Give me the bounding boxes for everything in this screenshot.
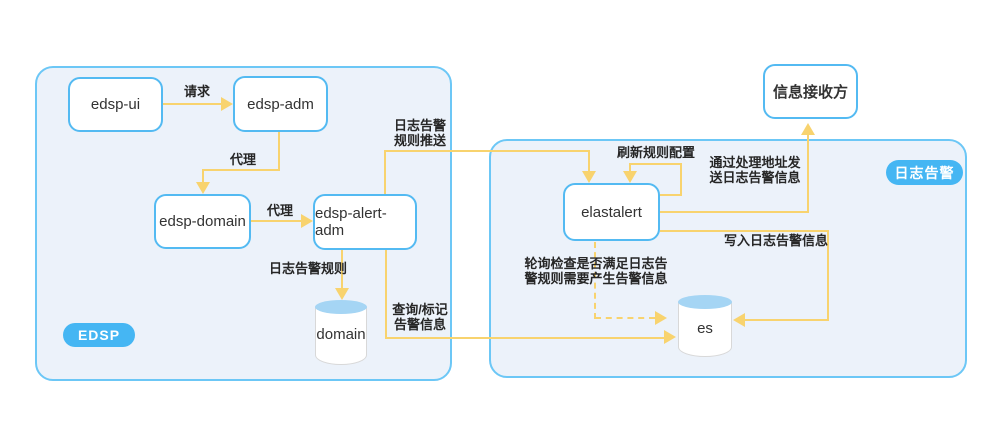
- edge-query-mark-line: [385, 250, 387, 339]
- edge-poll-check-line: [594, 242, 596, 319]
- edge-label-request: 请求: [183, 84, 210, 99]
- edge-rule-push-line: [384, 150, 386, 194]
- edge-refresh-loop-line: [629, 165, 631, 173]
- node-edsp-ui: edsp-ui: [68, 77, 163, 132]
- edge-write-line: [827, 230, 829, 321]
- edge-label-proxy-domain: 代理: [266, 203, 293, 218]
- arrowhead-right-icon: [664, 330, 676, 344]
- edge-label-write-alert: 写入日志告警信息: [723, 233, 828, 248]
- log-alert-group-badge: 日志告警: [886, 160, 963, 185]
- edge-send-line: [660, 211, 809, 213]
- edge-label-send-via-handler: 通过处理地址发 送日志告警信息: [709, 155, 801, 185]
- arrowhead-right-icon: [655, 311, 667, 325]
- node-edsp-domain: edsp-domain: [154, 194, 251, 249]
- edge-log-alert-rule-line: [341, 250, 343, 288]
- node-message-receiver: 信息接收方: [763, 64, 858, 119]
- edge-request-line: [163, 103, 221, 105]
- arrowhead-left-icon: [733, 313, 745, 327]
- edge-write-line: [660, 230, 829, 232]
- node-edsp-alert-adm: edsp-alert-adm: [313, 194, 417, 250]
- arrowhead-up-icon: [801, 123, 815, 135]
- edsp-group-badge: EDSP: [63, 323, 135, 347]
- edge-write-line: [745, 319, 829, 321]
- edge-proxy-domain-line: [251, 220, 301, 222]
- edge-rule-push-line: [588, 152, 590, 171]
- edge-rule-push-line: [384, 150, 590, 152]
- edge-refresh-loop-line: [680, 163, 682, 196]
- edge-label-rule-push: 日志告警 规则推送: [393, 118, 446, 148]
- domain-db-label: domain: [316, 326, 366, 343]
- es-database-icon: es: [678, 295, 732, 357]
- edge-refresh-loop-line: [629, 163, 682, 165]
- edge-poll-check-line: [595, 317, 655, 319]
- cylinder-top: [315, 300, 367, 314]
- edge-label-refresh-rule: 刷新规则配置: [616, 145, 695, 160]
- edge-label-query-mark: 查询/标记 告警信息: [392, 302, 448, 332]
- cylinder-body: [315, 307, 367, 365]
- edge-send-line: [807, 135, 809, 213]
- arrowhead-down-icon: [196, 182, 210, 194]
- node-elastalert: elastalert: [563, 183, 660, 241]
- edge-label-proxy-adm: 代理: [229, 152, 256, 167]
- es-db-label: es: [697, 319, 713, 337]
- edge-refresh-loop-line: [660, 194, 682, 196]
- arrowhead-down-icon: [623, 171, 637, 183]
- arrowhead-right-icon: [221, 97, 233, 111]
- arrowhead-right-icon: [301, 214, 313, 228]
- edge-proxy-adm-line: [278, 132, 280, 171]
- edge-proxy-adm-line: [202, 169, 280, 171]
- edge-label-log-alert-rule: 日志告警规则: [268, 261, 347, 276]
- edge-label-poll-check: 轮询检查是否满足日志告 警规则需要产生告警信息: [524, 256, 668, 286]
- edge-query-mark-line: [385, 337, 664, 339]
- cylinder-body: [678, 302, 732, 357]
- cylinder-top: [678, 295, 732, 309]
- domain-database-icon: domain: [315, 300, 367, 365]
- arrowhead-down-icon: [582, 171, 596, 183]
- node-edsp-adm: edsp-adm: [233, 76, 328, 132]
- edge-proxy-adm-line: [202, 171, 204, 183]
- arrowhead-down-icon: [335, 288, 349, 300]
